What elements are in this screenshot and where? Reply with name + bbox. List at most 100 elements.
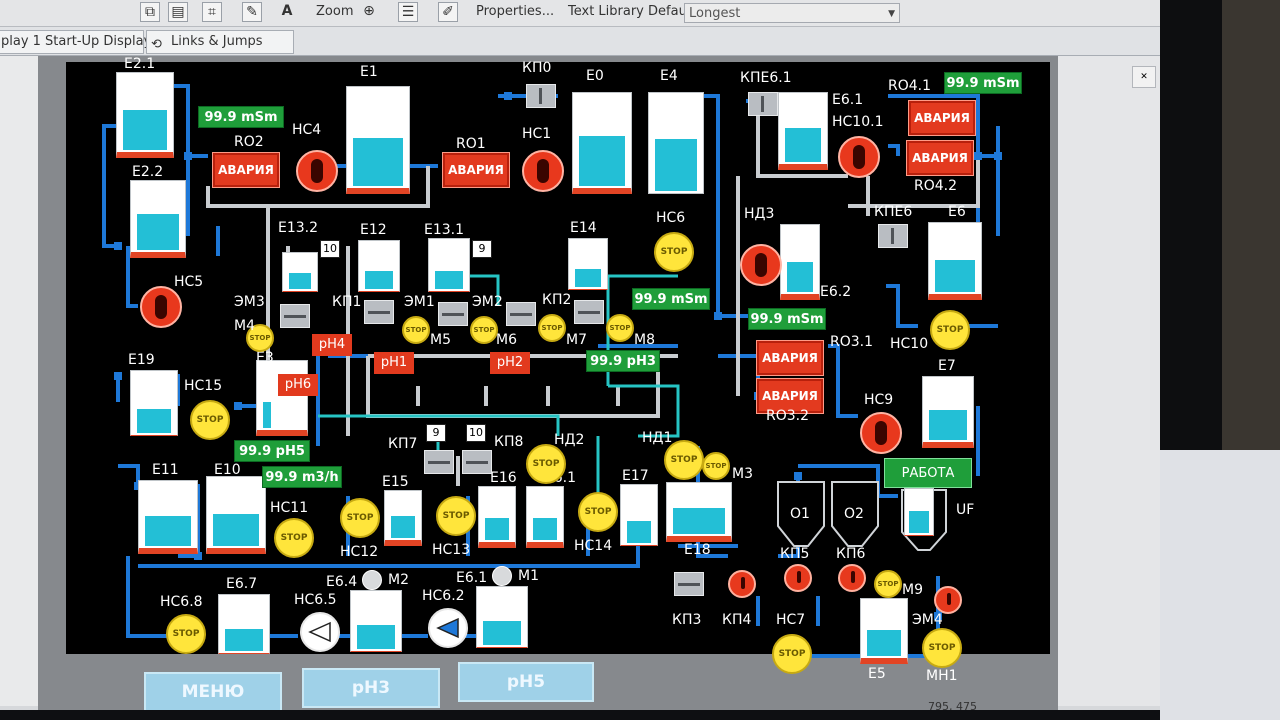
ph3-nav-button[interactable]: pH3 [302, 668, 440, 708]
pump-label-hc9: НС9 [864, 392, 894, 408]
tank-e6[interactable] [928, 222, 982, 300]
pump-stop-hc12[interactable]: STOP [340, 498, 380, 538]
text-library-select[interactable]: Longest ▼ [684, 3, 900, 23]
pump-stop-hc15[interactable]: STOP [190, 400, 230, 440]
tab-startup-display[interactable]: play 1 Start-Up Display [0, 30, 151, 54]
tank-e0[interactable] [572, 92, 632, 194]
valve-kp1[interactable] [364, 300, 394, 324]
valve-em2[interactable] [506, 302, 536, 326]
pump-stop-hc13[interactable]: STOP [436, 496, 476, 536]
pump-stop-hc7[interactable]: STOP [772, 634, 812, 674]
tank-e14[interactable] [568, 238, 608, 290]
text-tool-icon[interactable]: A [281, 3, 293, 19]
motor-label-m1: М1 [518, 568, 539, 584]
pump-stop-hd2[interactable]: STOP [526, 444, 566, 484]
alarm-ro4-1[interactable]: АВАРИЯ [908, 100, 976, 136]
pump-alarm-hd3[interactable] [740, 244, 782, 286]
pump-alarm-hc10-1[interactable] [838, 136, 880, 178]
valve-kp3[interactable] [674, 572, 704, 596]
paste-icon[interactable]: ▤ [168, 2, 188, 22]
pump-stop-hc6[interactable]: STOP [654, 232, 694, 272]
tank-e16[interactable] [478, 486, 516, 548]
valve-label-kpe6: КПЕ6 [874, 204, 913, 220]
brush-icon[interactable]: ✎ [242, 2, 262, 22]
valve-alarm-em4[interactable] [934, 586, 962, 614]
tank-e10[interactable] [206, 476, 266, 554]
motor-m8[interactable]: STOP [606, 314, 634, 342]
tank-e15[interactable] [384, 490, 422, 546]
tank-e6-7[interactable] [218, 594, 270, 654]
filter-label-o2: O2 [844, 506, 864, 522]
alarm-ro1[interactable]: АВАРИЯ [442, 152, 510, 188]
valve-kp0[interactable] [526, 84, 556, 108]
valve-em1[interactable] [438, 302, 468, 326]
zoom-label[interactable]: Zoom [316, 4, 354, 19]
tank-e18[interactable] [666, 482, 732, 542]
tank-e3[interactable] [256, 360, 308, 436]
tank-e17[interactable] [620, 484, 658, 546]
tab-links-jumps[interactable]: ⟲ Links & Jumps [146, 30, 294, 54]
pump-label-hc6: НС6 [656, 210, 686, 226]
run-button[interactable]: РАБОТА [884, 458, 972, 488]
tank-e2-1[interactable] [116, 72, 174, 158]
tank-e13-1[interactable] [428, 238, 470, 292]
pump-alarm-hc1[interactable] [522, 150, 564, 192]
tank-e12[interactable] [358, 240, 400, 292]
valve-kpe6-1[interactable] [748, 92, 778, 116]
copy-icon[interactable]: ⧉ [140, 2, 160, 22]
motor-m7[interactable]: STOP [538, 314, 566, 342]
pump-alarm-hc9[interactable] [860, 412, 902, 454]
valve-em3[interactable] [280, 304, 310, 328]
tank-e19[interactable] [130, 370, 178, 436]
valve-kp2[interactable] [574, 300, 604, 324]
valve-alarm-kp4[interactable] [728, 570, 756, 598]
pump-stop-hc6-8[interactable]: STOP [166, 614, 206, 654]
properties-button[interactable]: Properties... [476, 4, 555, 19]
pump-stop-hc14[interactable]: STOP [578, 492, 618, 532]
pump-alarm-hc4[interactable] [296, 150, 338, 192]
circulation-pump-hc6-2[interactable] [428, 608, 468, 648]
tank-e13-2[interactable] [282, 252, 318, 292]
alarm-ro2[interactable]: АВАРИЯ [212, 152, 280, 188]
valve-kp7[interactable] [424, 450, 454, 474]
tank-e6-1b[interactable] [476, 586, 528, 648]
tank-uf[interactable] [904, 488, 934, 536]
alarm-ro3-1[interactable]: АВАРИЯ [756, 340, 824, 376]
pump-stop-hc11[interactable]: STOP [274, 518, 314, 558]
motor-m6[interactable]: STOP [470, 316, 498, 344]
pump-stop-hc10[interactable]: STOP [930, 310, 970, 350]
properties-icon[interactable]: ✐ [438, 2, 458, 22]
motor-m3[interactable]: STOP [702, 452, 730, 480]
alarm-ro3-2[interactable]: АВАРИЯ [756, 378, 824, 414]
pump-alarm-hc5[interactable] [140, 286, 182, 328]
tank-e4[interactable] [648, 92, 704, 194]
valve-kpe6[interactable] [878, 224, 908, 248]
tank-label-e10: E10 [214, 462, 241, 478]
tank-e6-2[interactable] [780, 224, 820, 300]
tank-e6-1[interactable] [778, 92, 828, 170]
tank-e5[interactable] [860, 598, 908, 664]
tank-e1[interactable] [346, 86, 410, 194]
alarm-ro4-2[interactable]: АВАРИЯ [906, 140, 974, 176]
valve-alarm-kp6[interactable] [838, 564, 866, 592]
motor-m4[interactable]: STOP [246, 324, 274, 352]
valve-kp8[interactable] [462, 450, 492, 474]
ph5-nav-button[interactable]: pH5 [458, 662, 594, 702]
valve-alarm-kp5[interactable] [784, 564, 812, 592]
tank-e6-4[interactable] [350, 590, 402, 652]
tank-e2-2[interactable] [130, 180, 186, 258]
menu-button[interactable]: МЕНЮ [144, 672, 282, 712]
tank-e7[interactable] [922, 376, 974, 448]
pump-stop-hd1[interactable]: STOP [664, 440, 704, 480]
circulation-pump-hc6-5[interactable] [300, 612, 340, 652]
zoom-in-icon[interactable]: ⊕ [363, 3, 375, 19]
pump-stop-mh1[interactable]: STOP [922, 628, 962, 668]
close-icon[interactable]: ✕ [1132, 66, 1156, 88]
tank-e16-1[interactable] [526, 486, 564, 548]
notes-icon[interactable]: ☰ [398, 2, 418, 22]
conductivity-meter-3: 99.9 mSm [632, 288, 710, 310]
tank-e11[interactable] [138, 480, 198, 554]
crop-icon[interactable]: ⌗ [202, 2, 222, 22]
motor-m5[interactable]: STOP [402, 316, 430, 344]
motor-m9[interactable]: STOP [874, 570, 902, 598]
